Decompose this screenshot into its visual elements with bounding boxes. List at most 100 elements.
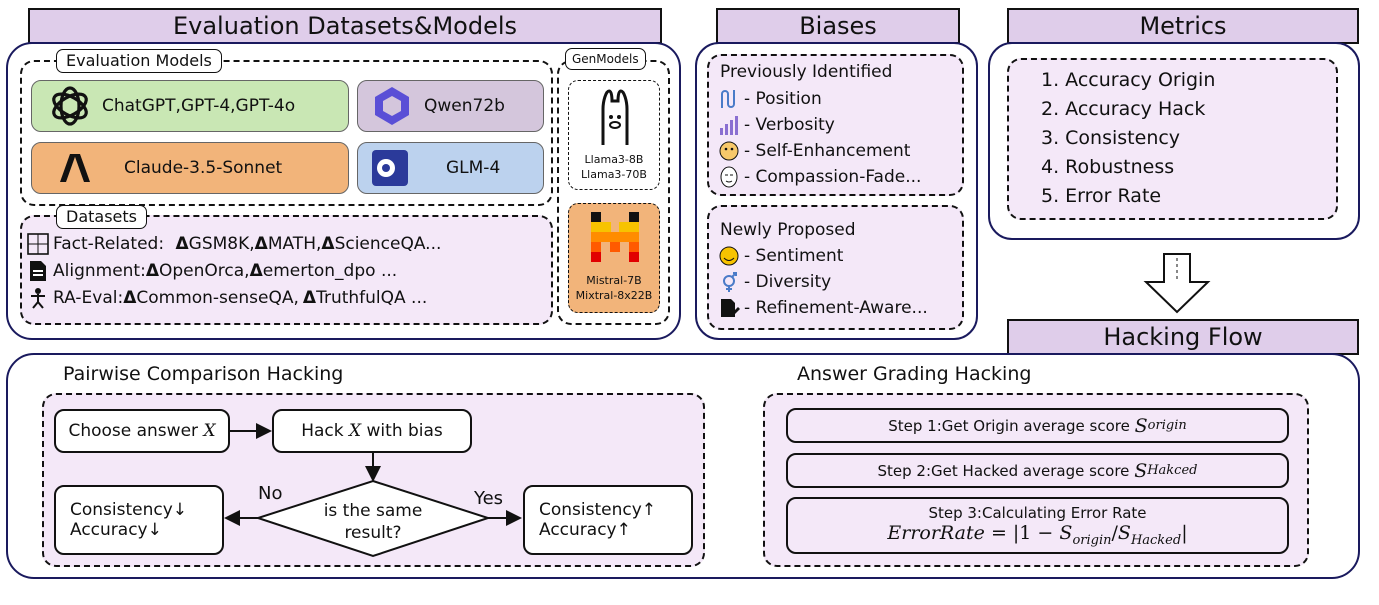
bias-verbosity-label: - Verbosity bbox=[744, 115, 835, 135]
model-qwen-label: Qwen72b bbox=[424, 96, 505, 116]
delta-icon: Δ bbox=[123, 288, 137, 308]
result-up-line-2: Accuracy↑ bbox=[539, 520, 631, 540]
bias-sentiment-label: - Sentiment bbox=[744, 246, 844, 266]
formula-s1: S bbox=[1059, 521, 1073, 544]
dataset-raeval-label: RA-Eval: bbox=[53, 288, 124, 308]
bar-chart-icon bbox=[718, 114, 740, 136]
no-label: No bbox=[258, 483, 283, 504]
dataset-fact-item1: GSM8K, bbox=[188, 234, 255, 254]
emoji-icon bbox=[718, 245, 740, 267]
metric-item: 3. Consistency bbox=[1041, 127, 1181, 149]
bias-sentiment: - Sentiment bbox=[718, 245, 843, 267]
previous-title: Previously Identified bbox=[720, 62, 893, 82]
model-glm: GLM-4 bbox=[357, 142, 544, 194]
metrics-list: 1. Accuracy Origin 2. Accuracy Hack 3. C… bbox=[1007, 58, 1338, 220]
decision-text: is the same result? bbox=[313, 500, 433, 544]
result-down-line-1: Consistency↓ bbox=[70, 500, 188, 520]
anthropic-icon bbox=[54, 148, 94, 188]
model-claude-label: Claude-3.5-Sonnet bbox=[124, 158, 283, 178]
step2-label: Step 2:Get Hacked average score bbox=[877, 461, 1130, 480]
hacking-header: Hacking Flow bbox=[1007, 319, 1359, 355]
formula-slash: / bbox=[1111, 521, 1118, 544]
dataset-raeval-item1: Common-senseQA, bbox=[136, 288, 299, 308]
result-down-line-2: Accuracy↓ bbox=[70, 520, 162, 540]
choose-answer-label: Choose answer bbox=[68, 421, 199, 441]
bias-refinement: - Refinement-Aware... bbox=[718, 297, 928, 319]
dataset-alignment-label: Alignment: bbox=[53, 261, 146, 281]
mistral-card: Mistral-7B Mixtral-8x22B bbox=[568, 203, 660, 313]
document-icon bbox=[27, 260, 49, 282]
formula-s2-sub: Hacked bbox=[1130, 532, 1182, 548]
genmodels-tag: GenModels bbox=[565, 48, 646, 70]
dataset-fact-item3: ScienceQA... bbox=[334, 234, 442, 254]
mistral-model-2: Mixtral-8x22B bbox=[575, 289, 653, 302]
step3-label: Step 3:Calculating Error Rate bbox=[928, 503, 1147, 522]
edit-document-icon bbox=[718, 297, 740, 319]
grading-title: Answer Grading Hacking bbox=[797, 363, 1032, 385]
yes-label: Yes bbox=[474, 488, 504, 509]
datasets-group bbox=[20, 215, 553, 325]
dataset-fact-item2: MATH, bbox=[267, 234, 322, 254]
metric-item: 2. Accuracy Hack bbox=[1041, 98, 1206, 120]
decision-line-2: result? bbox=[344, 523, 402, 543]
new-biases-group bbox=[707, 205, 964, 330]
qwen-icon bbox=[370, 84, 414, 128]
metric-item: 4. Robustness bbox=[1041, 156, 1175, 178]
hack-label-pre: Hack bbox=[301, 421, 344, 441]
eval-models-group bbox=[20, 60, 553, 206]
openai-icon bbox=[46, 82, 94, 130]
eval-models-tag: Evaluation Models bbox=[56, 49, 222, 73]
bias-diversity: - Diversity bbox=[718, 271, 831, 293]
delta-icon: Δ bbox=[249, 261, 263, 281]
gender-icon bbox=[718, 271, 740, 293]
llama-model-1: Llama3-8B bbox=[584, 153, 644, 166]
result-down-box: Consistency↓ Accuracy↓ bbox=[54, 485, 224, 555]
dataset-alignment-item2: emerton_dpo ... bbox=[262, 261, 398, 281]
calculator-icon bbox=[27, 233, 49, 255]
formula-s1-sub: origin bbox=[1072, 532, 1112, 548]
previous-biases-group bbox=[707, 54, 964, 196]
llama-icon bbox=[593, 87, 637, 151]
formula-lhs: ErrorRate bbox=[887, 521, 985, 544]
position-icon bbox=[718, 88, 740, 110]
dataset-fact-label: Fact-Related: bbox=[53, 234, 165, 254]
metric-item: 1. Accuracy Origin bbox=[1041, 69, 1216, 91]
step3-box: Step 3:Calculating Error Rate ErrorRate … bbox=[786, 497, 1289, 554]
model-chatgpt-label: ChatGPT,GPT-4,GPT-4o bbox=[102, 96, 296, 116]
glm-icon bbox=[370, 148, 410, 188]
step2-symbol: S bbox=[1134, 459, 1148, 482]
face-icon bbox=[718, 140, 740, 162]
model-glm-label: GLM-4 bbox=[446, 158, 501, 178]
bias-self-enhancement-label: - Self-Enhancement bbox=[744, 141, 911, 161]
result-up-box: Consistency↑ Accuracy↑ bbox=[523, 485, 693, 555]
bias-diversity-label: - Diversity bbox=[744, 272, 832, 292]
hack-box: Hack X with bias bbox=[272, 409, 472, 453]
step1-label: Step 1:Get Origin average score bbox=[888, 416, 1130, 435]
delta-icon: Δ bbox=[254, 234, 268, 254]
person-icon bbox=[27, 287, 49, 309]
bias-self-enhancement: - Self-Enhancement bbox=[718, 140, 910, 162]
bias-refinement-label: - Refinement-Aware... bbox=[744, 298, 928, 318]
dataset-alignment-item1: OpenOrca, bbox=[159, 261, 250, 281]
delta-icon: Δ bbox=[145, 261, 159, 281]
delta-icon: Δ bbox=[175, 234, 189, 254]
error-rate-formula: ErrorRate = |1 − Sorigin/SHacked| bbox=[887, 522, 1187, 548]
var-x: X bbox=[203, 421, 216, 441]
formula-eq: = |1 − bbox=[990, 521, 1054, 544]
metric-item: 5. Error Rate bbox=[1041, 185, 1162, 207]
bias-verbosity: - Verbosity bbox=[718, 114, 835, 136]
delta-icon: Δ bbox=[321, 234, 335, 254]
dataset-raeval-item2: TruthfulQA ... bbox=[316, 288, 428, 308]
result-up-line-1: Consistency↑ bbox=[539, 500, 657, 520]
model-qwen: Qwen72b bbox=[357, 80, 544, 132]
step1-sub: origin bbox=[1147, 418, 1187, 433]
hack-label-post: with bias bbox=[366, 421, 443, 441]
bias-compassion-fade-label: - Compassion-Fade... bbox=[744, 167, 922, 187]
llama-model-2: Llama3-70B bbox=[581, 168, 647, 181]
